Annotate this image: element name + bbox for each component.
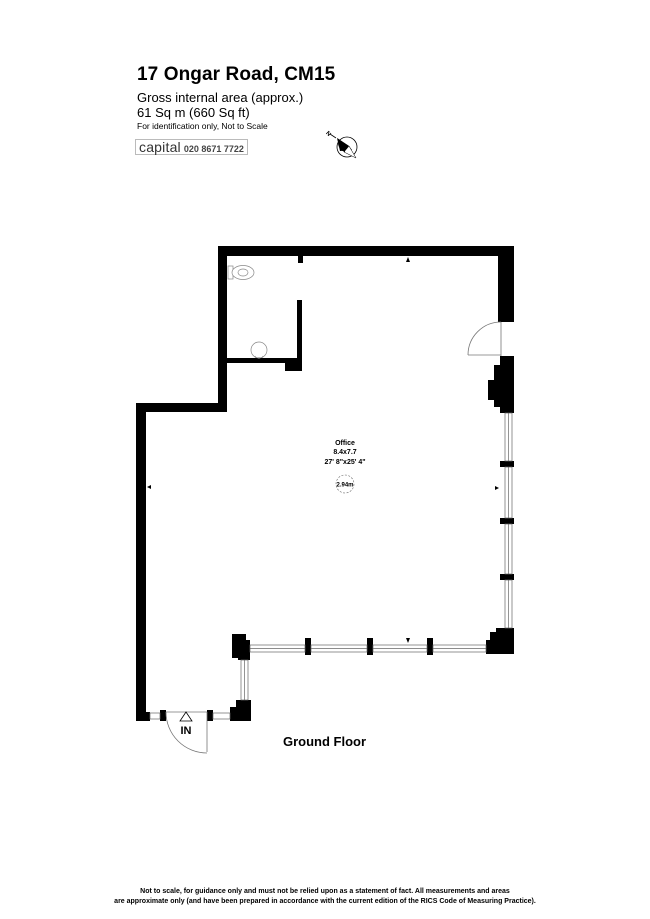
dimension-markers bbox=[147, 257, 499, 643]
basin-icon bbox=[250, 341, 268, 359]
room-imperial-size: 27' 8"x25' 4" bbox=[324, 459, 365, 466]
agent-phone: 020 8671 7722 bbox=[183, 144, 244, 154]
disclaimer-line-1: Not to scale, for guidance only and must… bbox=[140, 888, 510, 895]
room-metric-size: 8.4x7.7 bbox=[333, 449, 356, 456]
walls bbox=[136, 246, 514, 721]
svg-text:N: N bbox=[324, 131, 331, 138]
identification-note: For identification only, Not to Scale bbox=[137, 121, 268, 131]
area-label: Gross internal area (approx.) bbox=[137, 90, 304, 105]
entrance-label: IN bbox=[181, 725, 192, 737]
windows bbox=[149, 412, 513, 720]
entrance-arrow-icon bbox=[179, 711, 193, 722]
agent-logo: capital 020 8671 7722 bbox=[135, 139, 248, 155]
disclaimer: Not to scale, for guidance only and must… bbox=[0, 887, 650, 907]
area-value: 61 Sq m (660 Sq ft) bbox=[137, 105, 250, 120]
room-name: Office bbox=[335, 440, 355, 447]
ceiling-height-marker bbox=[335, 474, 355, 494]
floor-label: Ground Floor bbox=[283, 734, 367, 749]
disclaimer-line-2: are approximate only (and have been prep… bbox=[114, 898, 536, 905]
side-door bbox=[467, 321, 502, 356]
compass-north-icon: N bbox=[324, 131, 358, 159]
ceiling-height: 2.94m bbox=[336, 483, 353, 489]
entrance-door bbox=[165, 711, 208, 754]
property-address: 17 Ongar Road, CM15 bbox=[137, 64, 336, 85]
agent-name: capital bbox=[139, 139, 181, 155]
toilet-icon bbox=[227, 265, 255, 280]
